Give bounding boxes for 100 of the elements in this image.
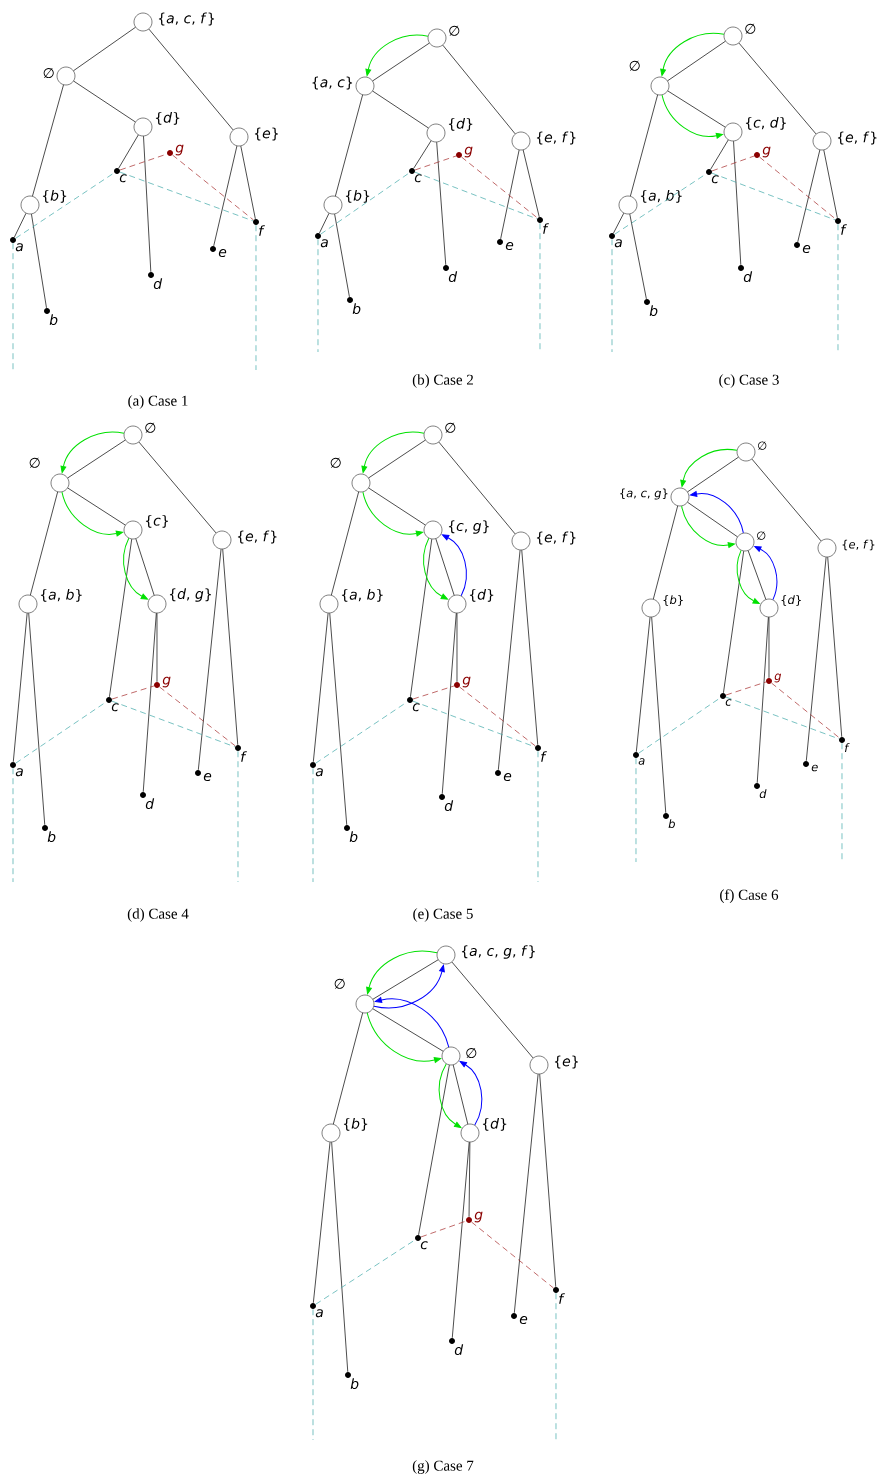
tree-edge [198,548,222,771]
tree-edge [827,556,843,738]
dashed-line [725,681,767,696]
caption: (c) Case 3 [719,374,779,388]
tree-edge [240,145,256,220]
tree-edge [319,213,330,234]
node-label: f [541,751,547,762]
tree-edge [651,616,667,814]
node-label: ∅ [43,67,54,79]
dashed-line [420,1220,467,1238]
dashed-line [172,154,254,221]
tree-edge [435,538,455,596]
tree-edge [12,612,28,763]
node-label: {d, g} [169,588,211,602]
tree-edge [73,80,136,123]
tree-edge [156,612,158,683]
node-label: ∅ [629,60,640,71]
node-label: g [462,676,471,688]
node-label: ∅ [330,457,341,468]
node-label: {e, f} [837,131,877,145]
curved-arrow [373,964,445,1009]
node-label: g [175,144,184,156]
node-label: c [725,699,732,706]
node-label: {a, b} [40,588,82,602]
dashed-line [320,172,410,235]
tree-edge [28,612,46,826]
dashed-line [711,172,836,221]
tree-edge [333,1012,363,1125]
node-label: c [111,703,119,712]
tree-edge [500,149,520,240]
node-label: {b} [345,189,370,203]
dashed-line [237,750,239,883]
curved-arrow [423,537,448,600]
dashed-line [759,156,836,220]
tree-edge [32,84,64,197]
tree-edge [334,213,350,298]
tree-edge [438,441,516,535]
dashed-line [537,750,539,883]
curved-arrow [123,537,148,600]
node-label: {e} [554,1055,578,1069]
dashed-line [15,172,115,239]
dashed-line [837,223,839,353]
dashed-line [725,696,840,740]
dashed-line [412,685,455,700]
dashed-line [635,757,637,863]
dashed-line [471,1221,554,1289]
curved-arrow [690,491,744,534]
tree-edge [30,491,58,596]
tree-edge [451,1141,470,1339]
dashed-line [312,767,314,883]
tree-edge [67,487,126,526]
curved-arrow [61,491,124,537]
node-label: {d} [448,117,473,131]
tree-edge [109,538,133,698]
curved-arrow [365,34,429,77]
tree-edge [331,1141,349,1373]
caption: (e) Case 5 [413,908,473,922]
tree-edge [667,90,726,128]
node-label: {a, c} [312,76,353,90]
tree-edge [756,616,769,784]
tree-edge [805,556,827,762]
node-label: {e, f} [842,539,875,551]
tree-edge [521,549,539,746]
curved-arrow [366,1012,442,1063]
dashed-line [12,242,14,371]
caption: (d) Case 4 [127,908,189,922]
curved-arrow [361,431,425,474]
node-label: {c, g} [448,520,489,534]
node-label: d [759,789,767,799]
node-label: g [774,673,782,683]
node-label: b [649,305,658,317]
dashed-line [159,686,236,747]
tree-edge [723,550,745,694]
node-label: d [153,278,163,290]
node-label: {a, b} [341,588,383,602]
node-label: {b} [343,1117,368,1131]
node-label: d [743,271,753,283]
tree-edge [441,612,457,795]
node-label: f [241,751,247,762]
node-label: f [845,743,850,752]
curved-arrow [736,549,760,604]
tree-edge [436,141,447,266]
node-label: {a, b} [640,189,682,203]
tree-edge [823,149,838,219]
curved-arrow [459,1061,483,1126]
node-label: ∅ [29,457,40,468]
node-label: {a, c, f} [158,12,215,26]
node-label: a [15,243,23,252]
tree-edge [312,612,329,763]
tree-edge [222,548,239,746]
node-label: ∅ [757,531,766,540]
curved-arrow [660,32,725,76]
tree-edge [635,616,651,753]
tree-edge [630,94,658,197]
node-label: d [145,798,155,810]
node-label: ∅ [145,422,156,433]
dashed-line [255,224,257,371]
dashed-line [111,685,155,700]
node-label: c [412,703,420,712]
tree-edge [539,1073,557,1288]
